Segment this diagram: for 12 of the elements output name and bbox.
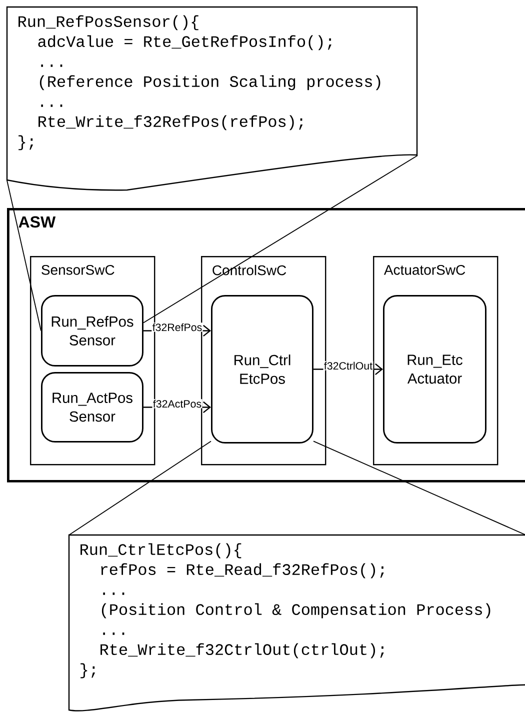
runnable-box: Run_RefPos Sensor: [41, 295, 144, 366]
code-callout: Run_CtrlEtcPos(){ refPos = Rte_Read_f32RefPos(); ... (Position Control & Compensation Process) ... Rte_Write_f32CtrlOut(ctrlOut); };: [68, 534, 525, 712]
leader-line: [68, 440, 212, 536]
code-callout: Run_RefPosSensor(){ adcValue = Rte_GetRefPosInfo(); ... (Reference Position Scaling process) ... Rte_Write_f32RefPos(refPos); };: [6, 6, 418, 191]
runnable-box: Run_ActPos Sensor: [41, 372, 144, 442]
runnable-box: Run_Ctrl EtcPos: [211, 295, 314, 444]
leader-line: [313, 440, 525, 536]
edge-label: f32ActPos: [152, 399, 202, 408]
edge-label: f32CtrlOut: [323, 361, 374, 370]
edge-label: f32RefPos: [152, 322, 203, 332]
runnable-box: Run_Etc Actuator: [383, 295, 486, 444]
leader-line: [143, 155, 418, 324]
